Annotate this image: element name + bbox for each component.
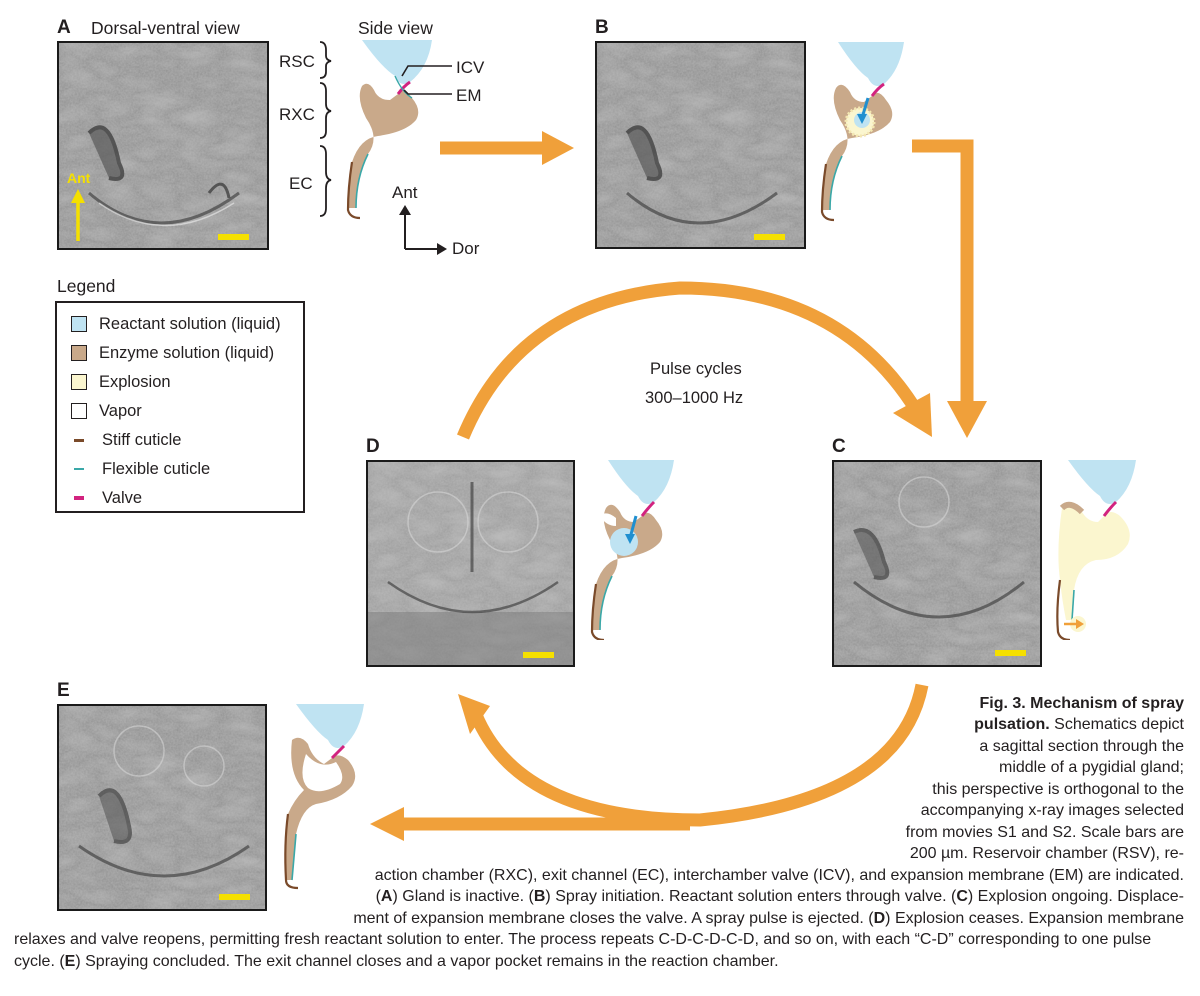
stiff-cuticle-swatch xyxy=(74,438,84,442)
caption-text-panels: (A) Gland is inactive. (B) Spray initiat… xyxy=(376,886,1184,908)
xray-texture-d xyxy=(368,462,573,665)
caption-text: Schematics depict xyxy=(1049,716,1184,733)
legend-label: Vapor xyxy=(99,401,142,420)
pulse-frequency-label: 300–1000 Hz xyxy=(645,389,744,407)
caption-text: ) Explosion ongoing. Displace- xyxy=(967,888,1184,905)
caption-text: relaxes and valve reopens, permitting fr… xyxy=(14,931,1152,948)
caption-text: accompanying x-ray images selected xyxy=(920,802,1184,819)
flexible-cuticle-swatch xyxy=(74,468,84,470)
caption-panel-ref: C xyxy=(956,888,968,905)
xray-texture-c xyxy=(834,462,1040,665)
caption-title: Fig. 3. Mechanism of spray xyxy=(979,695,1185,712)
caption-text: middle of a pygidial gland; xyxy=(998,759,1184,776)
anatomy-brackets xyxy=(319,41,332,217)
schematic-e xyxy=(284,704,364,890)
panel-a-letter: A xyxy=(57,17,71,38)
caption-text: ( xyxy=(375,888,381,905)
xray-image-c xyxy=(832,460,1042,667)
caption-text: 200 µm. Reservoir chamber (RSV), re- xyxy=(909,845,1184,862)
valve-swatch xyxy=(74,496,84,500)
vapor-swatch xyxy=(71,403,87,419)
panel-c-letter: C xyxy=(832,436,846,457)
legend-label: Explosion xyxy=(99,372,171,391)
orientation-axes xyxy=(399,205,447,255)
panel-b-letter: B xyxy=(595,17,609,38)
caption-text: cycle. ( xyxy=(14,953,65,970)
legend-item-stiff: Stiff cuticle xyxy=(71,428,181,452)
caption-text: from movies S1 and S2. Scale bars are xyxy=(905,824,1184,841)
caption-text: ) Gland is inactive. ( xyxy=(392,888,534,905)
xray-texture-e xyxy=(59,706,265,909)
caption-text: ) Spray initiation. Reactant solution en… xyxy=(545,888,957,905)
scale-bar-d xyxy=(523,652,554,658)
caption-panel-ref: D xyxy=(873,910,886,927)
pulse-cycles-label: Pulse cycles xyxy=(650,360,742,378)
caption-title-cont: pulsation. xyxy=(974,716,1050,733)
label-ec: EC xyxy=(289,174,313,193)
label-icv: ICV xyxy=(456,58,485,77)
legend-item-explosion: Explosion xyxy=(71,370,171,394)
axis-dor-label: Dor xyxy=(452,239,480,258)
legend-label: Valve xyxy=(102,488,143,507)
callout-lines xyxy=(401,65,452,95)
scale-bar-a xyxy=(218,234,249,240)
explosion-swatch xyxy=(71,374,87,390)
caption-text: action chamber (RXC), exit channel (EC),… xyxy=(374,867,1184,884)
label-rsc: RSC xyxy=(279,52,315,71)
xray-image-b xyxy=(595,41,806,249)
caption-panel-ref: E xyxy=(64,953,76,970)
figure-caption: Fig. 3. Mechanism of spray pulsation. Sc… xyxy=(0,693,1200,993)
caption-text: ment of expansion membrane closes the va… xyxy=(353,910,874,927)
label-rxc: RXC xyxy=(279,105,315,124)
xray-image-d xyxy=(366,460,575,667)
legend-item-vapor: Vapor xyxy=(71,399,142,423)
caption-text: a sagittal section through the xyxy=(979,738,1184,755)
scale-bar-e xyxy=(219,894,250,900)
legend-item-enzyme: Enzyme solution (liquid) xyxy=(71,341,274,365)
legend-box: Reactant solution (liquid) Enzyme soluti… xyxy=(55,301,305,513)
caption-text: ) Spraying concluded. The exit channel c… xyxy=(75,953,779,970)
schematic-c xyxy=(1056,460,1136,640)
legend-item-reactant: Reactant solution (liquid) xyxy=(71,312,281,336)
caption-text-panels: cycle. (E) Spraying concluded. The exit … xyxy=(14,951,779,973)
panel-a-title: Dorsal-ventral view xyxy=(91,18,240,38)
xray-texture-a xyxy=(59,43,267,248)
caption-text: this perspective is orthogonal to the xyxy=(932,781,1184,798)
legend-label: Reactant solution (liquid) xyxy=(99,314,281,333)
ant-arrow xyxy=(71,189,85,241)
legend-item-flexible: Flexible cuticle xyxy=(71,457,210,481)
caption-text: ) Explosion ceases. Expansion membrane xyxy=(885,910,1184,927)
schematic-a xyxy=(346,40,432,220)
scale-bar-c xyxy=(995,650,1026,656)
legend-label: Flexible cuticle xyxy=(102,459,211,478)
axis-ant-label: Ant xyxy=(392,183,418,202)
enzyme-swatch xyxy=(71,345,87,361)
xray-image-a: Ant xyxy=(57,41,269,250)
caption-panel-ref: A xyxy=(380,888,393,905)
schematic-d xyxy=(590,460,674,640)
xray-image-e xyxy=(57,704,267,911)
reactant-swatch xyxy=(71,316,87,332)
caption-panel-ref: B xyxy=(533,888,546,905)
side-view-title: Side view xyxy=(358,18,433,38)
legend-label: Enzyme solution (liquid) xyxy=(99,343,275,362)
panel-d-letter: D xyxy=(366,436,380,457)
schematic-b xyxy=(820,42,904,222)
panel-e-letter: E xyxy=(57,680,70,701)
ant-label: Ant xyxy=(67,170,91,186)
xray-texture-b xyxy=(597,43,804,247)
legend-item-valve: Valve xyxy=(71,486,142,510)
label-em: EM xyxy=(456,86,482,105)
scale-bar-b xyxy=(754,234,785,240)
caption-text-panels: ment of expansion membrane closes the va… xyxy=(353,908,1184,930)
legend-label: Stiff cuticle xyxy=(102,430,182,449)
legend-title: Legend xyxy=(57,276,116,296)
